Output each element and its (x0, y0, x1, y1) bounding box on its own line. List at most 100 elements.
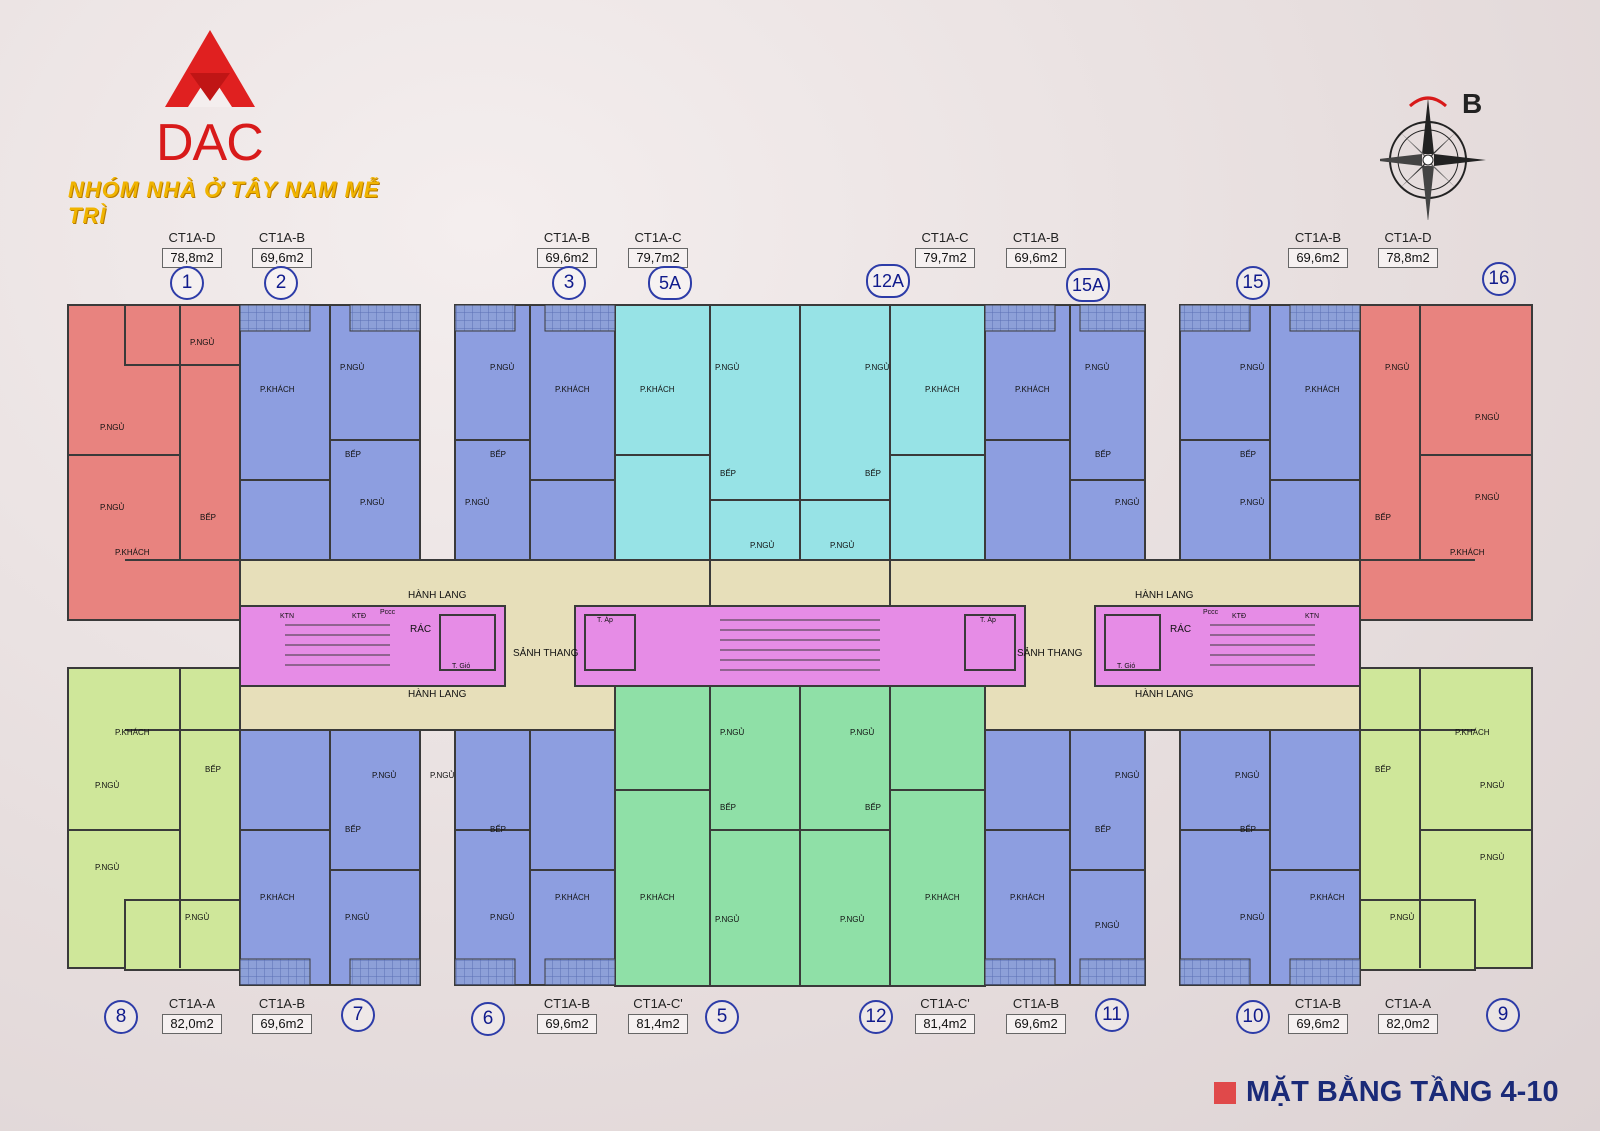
brand-slogan: NHÓM NHÀ Ở TÂY NAM MỄ TRÌ (68, 177, 380, 228)
room-bedroom: P.NGỦ (430, 771, 455, 780)
wind-shaft-label: T. Gió (1117, 663, 1135, 670)
unit-card-6: CT1A-B 69,6m2 (537, 996, 597, 1034)
unit-11-zone (984, 729, 1146, 986)
unit-type: CT1A-C' (920, 996, 970, 1011)
room-bedroom: P.NGỦ (715, 915, 740, 924)
core-center (574, 605, 1026, 687)
unit-card-3: CT1A-B 69,6m2 (537, 230, 597, 268)
room-bedroom: P.NGỦ (340, 363, 365, 372)
room-kitchen: BẾP (345, 449, 361, 459)
room-bedroom: P.NGỦ (1115, 771, 1140, 780)
room-kitchen: BẾP (205, 764, 221, 774)
room-bedroom: P.NGỦ (95, 863, 120, 872)
unit-3-zone (454, 304, 616, 561)
pressure-shaft-label: T. Áp (980, 615, 996, 624)
room-bedroom: P.NGỦ (1240, 913, 1265, 922)
room-living: P.KHÁCH (555, 385, 590, 394)
room-kitchen: BẾP (1095, 449, 1111, 459)
room-bedroom: P.NGỦ (750, 541, 775, 550)
room-bedroom: P.NGỦ (720, 728, 745, 737)
unit-number-16[interactable]: 16 (1482, 262, 1516, 296)
room-kitchen: BẾP (865, 802, 881, 812)
room-living: P.KHÁCH (1010, 893, 1045, 902)
room-bedroom: P.NGỦ (715, 363, 740, 372)
pccc-label: Pccc (380, 609, 396, 616)
room-kitchen: BẾP (345, 824, 361, 834)
unit-number-5[interactable]: 5 (705, 1000, 739, 1034)
unit-type: CT1A-B (1012, 230, 1060, 245)
unit-card-12: CT1A-C' 81,4m2 (915, 996, 975, 1034)
unit-number-12[interactable]: 12 (859, 1000, 893, 1034)
room-living: P.KHÁCH (640, 385, 675, 394)
unit-type: CT1A-C (634, 230, 682, 245)
room-bedroom: P.NGỦ (1475, 413, 1500, 422)
room-bedroom: P.NGỦ (360, 498, 385, 507)
room-bedroom: P.NGỦ (190, 338, 215, 347)
legend-title: MẶT BẰNG TẦNG 4-10 (1246, 1076, 1559, 1108)
unit-card-1: CT1A-D 78,8m2 (162, 230, 222, 268)
unit-type: CT1A-B (543, 230, 591, 245)
room-kitchen: BẾP (720, 468, 736, 478)
unit-number-7[interactable]: 7 (341, 998, 375, 1032)
unit-number-12a[interactable]: 12A (866, 264, 910, 298)
pressure-shaft-label: T. Áp (597, 615, 613, 624)
room-bedroom: P.NGỦ (1480, 853, 1505, 862)
unit-type: CT1A-B (1294, 996, 1342, 1011)
room-living: P.KHÁCH (260, 385, 295, 394)
corridor-label: HÀNH LANG (408, 687, 467, 700)
room-bedroom: P.NGỦ (1240, 363, 1265, 372)
unit-area: 69,6m2 (1006, 1014, 1066, 1034)
room-bedroom: P.NGỦ (850, 728, 875, 737)
unit-number-6[interactable]: 6 (471, 1002, 505, 1036)
unit-card-12a: CT1A-C 79,7m2 (915, 230, 975, 268)
room-bedroom: P.NGỦ (1235, 771, 1260, 780)
unit-number-15a[interactable]: 15A (1066, 268, 1110, 302)
unit-type: CT1A-B (1294, 230, 1342, 245)
room-kitchen: BẾP (1095, 824, 1111, 834)
unit-number-1[interactable]: 1 (170, 266, 204, 300)
room-kitchen: BẾP (1240, 449, 1256, 459)
unit-number-9[interactable]: 9 (1486, 998, 1520, 1032)
legend-swatch (1214, 1082, 1236, 1104)
unit-area: 78,8m2 (1378, 248, 1438, 268)
unit-number-8[interactable]: 8 (104, 1000, 138, 1034)
corridor-label: HÀNH LANG (1135, 687, 1194, 700)
room-living: P.KHÁCH (1015, 385, 1050, 394)
pccc-label: Pccc (1203, 609, 1219, 616)
unit-number-15[interactable]: 15 (1236, 266, 1270, 300)
lobby-label: SẢNH THANG (1017, 646, 1083, 659)
unit-area: 78,8m2 (162, 248, 222, 268)
unit-type: CT1A-B (1012, 996, 1060, 1011)
unit-area: 69,6m2 (252, 248, 312, 268)
unit-card-5: CT1A-C' 81,4m2 (628, 996, 688, 1034)
unit-area: 69,6m2 (252, 1014, 312, 1034)
compass-rose-icon (1380, 96, 1486, 220)
ktd-label: KTĐ (352, 613, 366, 620)
unit-card-5a: CT1A-C 79,7m2 (628, 230, 688, 268)
unit-number-11[interactable]: 11 (1095, 998, 1129, 1032)
wind-shaft-label: T. Gió (452, 663, 470, 670)
room-kitchen: BẾP (200, 512, 216, 522)
room-bedroom: P.NGỦ (490, 363, 515, 372)
unit-type: CT1A-D (1384, 230, 1432, 245)
room-living: P.KHÁCH (115, 728, 150, 737)
unit-card-11: CT1A-B 69,6m2 (1006, 996, 1066, 1034)
unit-number-3[interactable]: 3 (552, 266, 586, 300)
unit-number-10[interactable]: 10 (1236, 1000, 1270, 1034)
room-bedroom: P.NGỦ (345, 913, 370, 922)
room-bedroom: P.NGỦ (1390, 913, 1415, 922)
unit-16-zone (1359, 304, 1533, 621)
room-bedroom: P.NGỦ (1095, 921, 1120, 930)
unit-number-2[interactable]: 2 (264, 266, 298, 300)
trash-room-label: RÁC (410, 622, 431, 635)
trash-room-label: RÁC (1170, 622, 1191, 635)
unit-15a-zone (984, 304, 1146, 561)
unit-type: CT1A-D (168, 230, 216, 245)
room-bedroom: P.NGỦ (185, 913, 210, 922)
unit-area: 69,6m2 (1006, 248, 1066, 268)
room-kitchen: BẾP (865, 468, 881, 478)
unit-number-5a[interactable]: 5A (648, 266, 692, 300)
unit-area: 79,7m2 (915, 248, 975, 268)
unit-card-8: CT1A-A 82,0m2 (162, 996, 222, 1034)
